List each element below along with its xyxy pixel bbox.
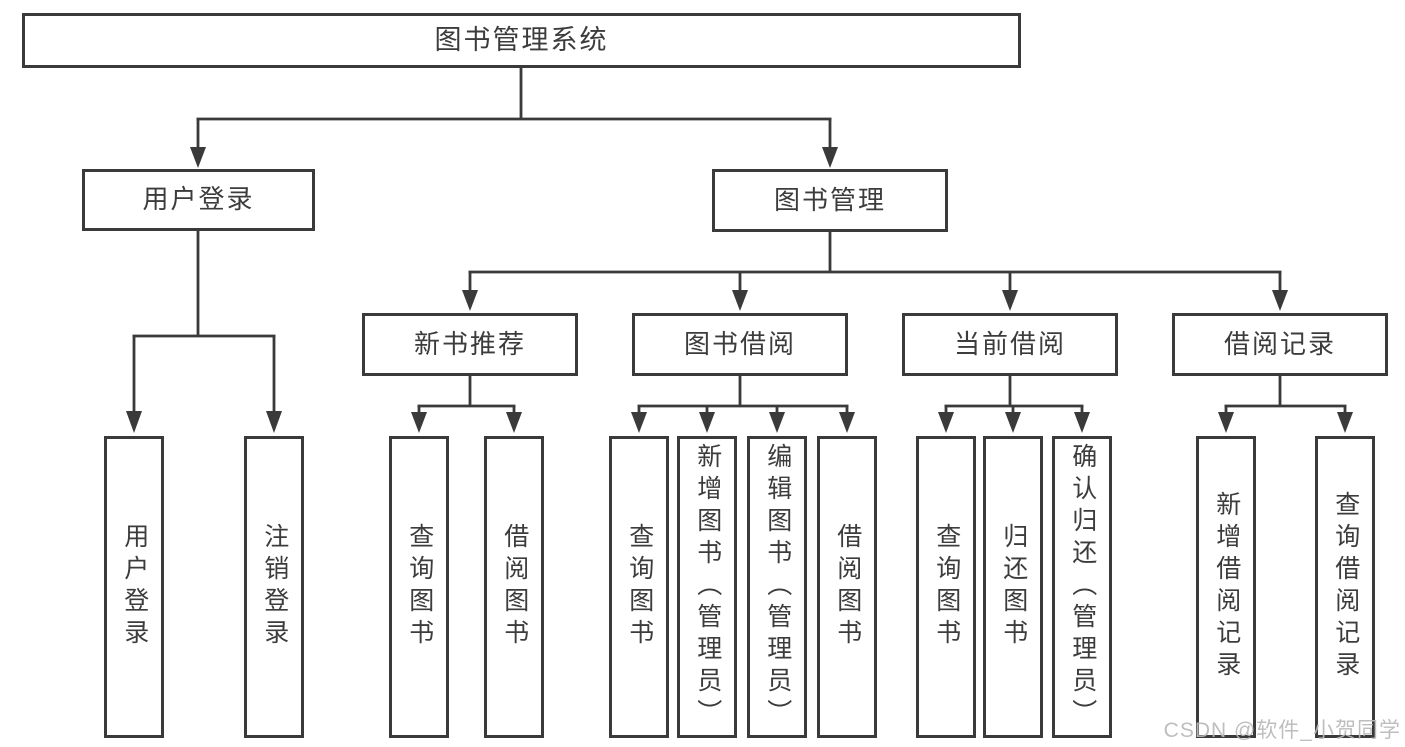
node-book-borrowing: 图书借阅 xyxy=(632,313,848,376)
arrow-down-icon xyxy=(411,412,427,433)
leaf-add-borrow-record: 新增借阅记录 xyxy=(1196,436,1256,738)
connector-user-login-to-leaves xyxy=(132,229,276,413)
node-new-book-recommendation: 新书推荐 xyxy=(362,313,578,376)
arrow-down-icon xyxy=(1002,290,1018,311)
leaf-return-books: 归还图书 xyxy=(983,436,1043,738)
connector-current-borrow-to-leaves xyxy=(944,374,1084,413)
arrow-down-icon xyxy=(1337,412,1353,433)
arrow-down-icon xyxy=(822,147,838,168)
arrow-down-icon xyxy=(938,412,954,433)
arrow-down-icon xyxy=(126,411,142,433)
leaf-query-books: 查询图书 xyxy=(609,436,669,738)
connector-borrow-record-to-leaves xyxy=(1224,374,1347,413)
arrow-down-icon xyxy=(769,412,785,433)
arrow-down-icon xyxy=(732,290,748,311)
leaf-query-borrow-record: 查询借阅记录 xyxy=(1315,436,1375,738)
leaf-query-books: 查询图书 xyxy=(389,436,449,738)
node-user-login: 用户登录 xyxy=(82,169,315,231)
leaf-add-books-admin: 新增图书（管理员） xyxy=(677,436,737,738)
arrow-down-icon xyxy=(462,290,478,311)
arrow-down-icon xyxy=(631,412,647,433)
arrow-down-icon xyxy=(699,412,715,433)
csdn-watermark: CSDN @软件_小贺同学 xyxy=(1163,719,1401,742)
node-borrowing-records: 借阅记录 xyxy=(1172,313,1388,376)
connector-book-borrow-to-leaves xyxy=(637,374,849,413)
arrow-down-icon xyxy=(506,412,522,433)
node-current-borrowing: 当前借阅 xyxy=(902,313,1118,376)
arrow-down-icon xyxy=(266,411,282,433)
leaf-edit-books-admin: 编辑图书（管理员） xyxy=(747,436,807,738)
connector-book-management-to-level3 xyxy=(468,229,1282,292)
leaf-confirm-return-admin: 确认归还（管理员） xyxy=(1052,436,1112,738)
leaf-borrow-books: 借阅图书 xyxy=(484,436,544,738)
arrow-down-icon xyxy=(1218,412,1234,433)
leaf-query-books: 查询图书 xyxy=(916,436,976,738)
connector-new-book-to-leaves xyxy=(417,374,516,413)
arrow-down-icon xyxy=(1074,412,1090,433)
leaf-borrow-books: 借阅图书 xyxy=(817,436,877,738)
arrow-down-icon xyxy=(1005,412,1021,433)
node-library-management-system: 图书管理系统 xyxy=(22,13,1021,68)
node-book-management: 图书管理 xyxy=(712,169,948,232)
arrow-down-icon xyxy=(1272,290,1288,311)
arrow-down-icon xyxy=(190,147,206,168)
arrow-down-icon xyxy=(839,412,855,433)
leaf-user-login: 用户登录 xyxy=(104,436,164,738)
connector-root-to-level2 xyxy=(196,66,832,149)
leaf-logout: 注销登录 xyxy=(244,436,304,738)
